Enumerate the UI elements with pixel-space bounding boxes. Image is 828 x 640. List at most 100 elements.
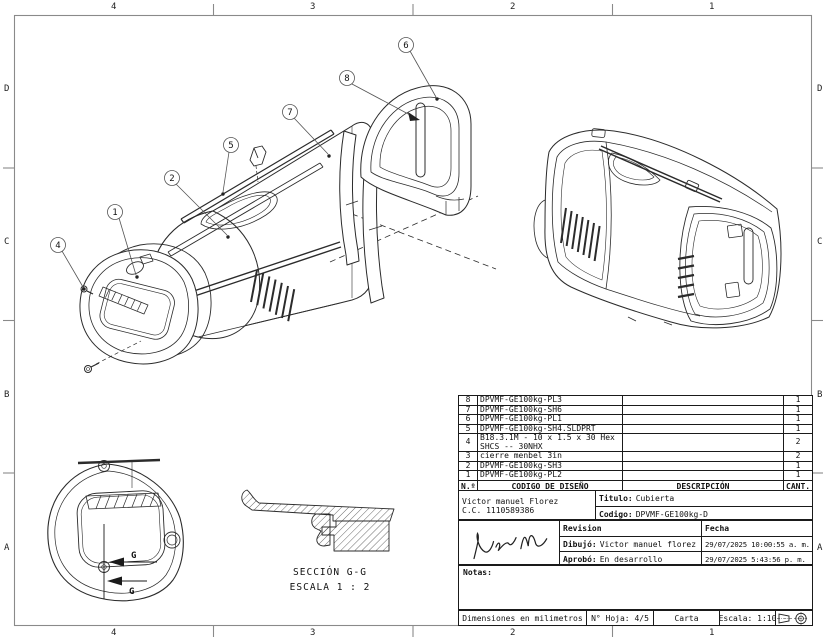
balloon-callouts: 4 1 2 5 7 8 6 [50, 37, 439, 291]
bom-qty: 1 [783, 404, 813, 415]
zone-label-bottom-2: 2 [510, 628, 516, 638]
title-label: Titulo: [599, 494, 633, 503]
author-name: Victor manuel Florez [462, 497, 559, 506]
section-marker-labels: G G [129, 551, 136, 597]
approved-label: Aprobó: [563, 554, 597, 564]
bom-qty: 2 [783, 451, 813, 462]
assembled-view [533, 128, 782, 329]
title-code-block: Victor manuel Florez C.C. 1110589386 Tit… [458, 490, 813, 521]
section-cut-line [103, 524, 157, 599]
bom-code: B18.3.1M - 10 x 1.5 x 30 Hex SHCS -- 30N… [477, 433, 623, 452]
bom-no: 7 [458, 404, 478, 415]
screw-hex [80, 285, 100, 373]
author-id: C.C. 1110589386 [462, 506, 535, 515]
zone-label-right-b: B [817, 390, 823, 400]
rear-vents [677, 254, 695, 299]
zone-label-left-c: C [4, 237, 10, 247]
bom-qty: 2 [783, 433, 813, 452]
bom-desc [622, 414, 784, 425]
zone-label-right-a: A [817, 543, 823, 553]
scale-label: Escala: 1:10 [719, 611, 775, 625]
bom-qty: 1 [783, 470, 813, 481]
svg-text:4: 4 [55, 241, 60, 251]
body-vents [250, 269, 296, 322]
svg-text:SECCIÓN G-G: SECCIÓN G-G [293, 566, 367, 578]
bom-desc [622, 423, 784, 434]
bom-qty: 1 [783, 395, 813, 406]
approved-row: Aprobó: En desarrollo [559, 551, 701, 566]
sheet-frame [3, 4, 823, 637]
zone-label-right-c: C [817, 237, 823, 247]
zone-label-top-2: 2 [510, 2, 516, 12]
zone-label-bottom-3: 3 [310, 628, 316, 638]
bom-qty: 1 [783, 414, 813, 425]
revision-block: Revision Fecha Dibujó: Victor manuel flo… [458, 520, 813, 566]
bom-code: DPVMF-GE100kg-SH4.SLDPRT [477, 423, 623, 434]
zone-label-bottom-4: 4 [111, 628, 117, 638]
drew-date: 29/07/2025 10:00:55 a. m. [701, 536, 812, 551]
rear-dome-part [360, 85, 472, 216]
drew-value: Victor manuel florez [599, 539, 697, 549]
notes-block: Notas: [458, 565, 813, 610]
code-value: DPVMF-GE100kg-D [635, 509, 708, 519]
bom-desc [622, 451, 784, 462]
bom-desc [622, 395, 784, 406]
bom-desc [622, 404, 784, 415]
sheet-number: N° Hoja: 4/5 [586, 611, 653, 625]
bom-no: 1 [458, 470, 478, 481]
signature [473, 531, 548, 559]
title-row: Titulo: Cubierta [595, 491, 812, 506]
bom-desc [622, 460, 784, 471]
bom-no: 2 [458, 460, 478, 471]
code-label: Codigo: [599, 509, 633, 519]
zone-label-top-1: 1 [709, 2, 715, 12]
svg-text:G: G [129, 587, 134, 597]
code-row: Codigo: DPVMF-GE100kg-D [595, 506, 812, 521]
dimensions-note: Dimensiones en milimetros [462, 613, 583, 623]
bom-no: 3 [458, 451, 478, 462]
bom-desc [622, 470, 784, 481]
balloon [50, 37, 414, 253]
drew-label: Dibujó: [563, 539, 597, 549]
zone-label-left-d: D [4, 84, 10, 94]
bom-desc [622, 433, 784, 452]
exploded-view [79, 85, 497, 373]
zone-label-left-b: B [4, 390, 10, 400]
signature-cell [459, 521, 559, 566]
front-cover-part [79, 243, 212, 373]
zone-label-top-3: 3 [310, 2, 316, 12]
approved-value: En desarrollo [599, 554, 663, 564]
balloon-numbers: 4 1 2 5 7 8 6 [55, 41, 408, 251]
zone-label-bottom-1: 1 [709, 628, 715, 638]
zone-label-top-4: 4 [111, 2, 117, 12]
section-view-labels: SECCIÓN G-G ESCALA 1 : 2 [290, 566, 371, 593]
svg-text:1: 1 [112, 208, 117, 218]
fecha-header: Fecha [701, 521, 812, 536]
title-value: Cubierta [635, 494, 675, 503]
approved-date: 29/07/2025 5:43:56 p. m. [701, 551, 812, 566]
bom-code: DPVMF-GE100kg-PL2 [477, 470, 623, 481]
svg-text:2: 2 [169, 174, 174, 184]
sheet-info-strip: Dimensiones en milimetros N° Hoja: 4/5 C… [458, 610, 813, 626]
bom-code: DPVMF-GE100kg-SH3 [477, 460, 623, 471]
svg-text:8: 8 [344, 74, 349, 84]
bom-qty: 1 [783, 460, 813, 471]
notes-label: Notas: [463, 568, 492, 577]
third-angle-projection-icon [777, 611, 808, 625]
bom-code: DPVMF-GE100kg-PL3 [477, 395, 623, 406]
projection-cell [775, 611, 812, 625]
svg-text:ESCALA 1 : 2: ESCALA 1 : 2 [290, 582, 371, 593]
window-slot-part [415, 102, 426, 178]
bom-no: 4 [458, 433, 478, 452]
section-view: SECCIÓN G-G ESCALA 1 : 2 [241, 489, 395, 593]
paper-size: Carta [653, 611, 719, 625]
bom-code: DPVMF-GE100kg-PL1 [477, 414, 623, 425]
